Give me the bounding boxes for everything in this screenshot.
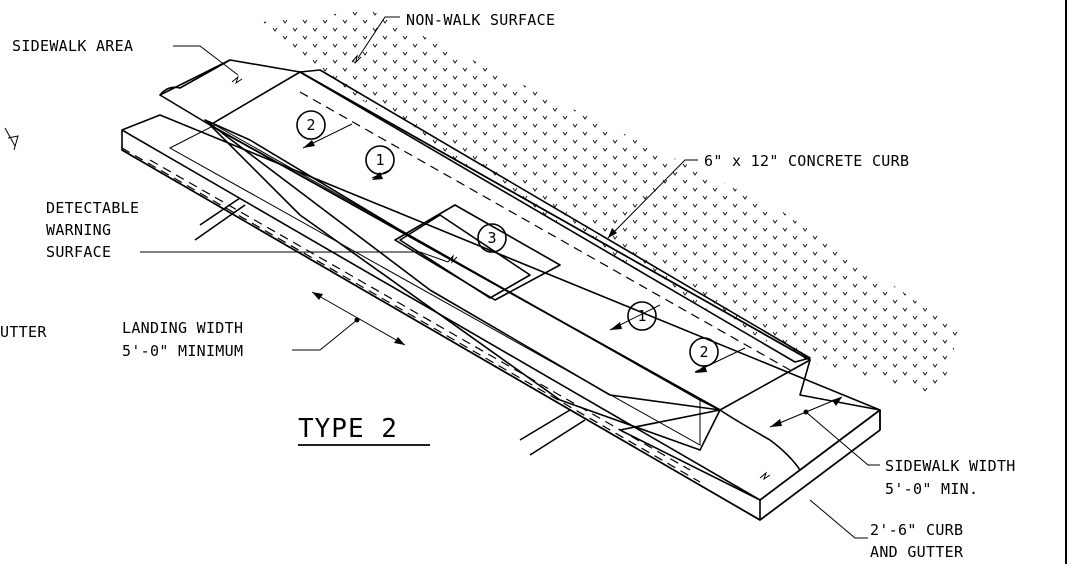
curb-roll-right xyxy=(719,409,881,471)
callout-1-upper: 1 xyxy=(365,145,395,175)
ramp-flare-edge xyxy=(209,124,721,451)
non-walk-surface-label: NON-WALK SURFACE xyxy=(406,11,555,29)
sidewalk-width-label-line2: 5'-0" MIN. xyxy=(885,480,978,498)
left-cut-symbol xyxy=(4,127,19,151)
sidewalk-area-label: SIDEWALK AREA xyxy=(12,37,133,55)
sidewalk-area-leader xyxy=(173,45,239,76)
sidewalk-width-arrowhead-2 xyxy=(832,397,842,406)
callout-1-lower: 1 xyxy=(627,301,657,331)
detectable-warning-label-line2: WARNING xyxy=(46,221,111,239)
sidewalk-width-leader xyxy=(805,411,880,466)
landing-width-arrowhead-1 xyxy=(312,292,323,300)
detectable-warning-pad xyxy=(399,214,531,299)
detectable-warning-break-mark xyxy=(447,254,458,264)
non-walk-surface-break-mark xyxy=(351,54,362,64)
callout-2-upper: 2 xyxy=(296,110,326,140)
callout-2-upper-label: 2 xyxy=(306,116,315,134)
curb-gutter-break-mark xyxy=(759,471,771,481)
callout-3-label: 3 xyxy=(487,229,496,247)
landing-width-arrowhead-2 xyxy=(394,337,405,345)
callout-2-lower: 2 xyxy=(689,337,719,367)
callout-2-lower-label: 2 xyxy=(699,343,708,361)
gutter-mark-2 xyxy=(199,197,241,226)
gutter-slab-end-bottom xyxy=(759,429,881,521)
detectable-warning-label-line1: DETECTABLE xyxy=(46,199,139,217)
non-walk-surface-leader xyxy=(357,16,400,59)
gutter-hidden-line-2 xyxy=(149,159,691,471)
type-title: TYPE 2 xyxy=(298,414,398,444)
curb-roll-left xyxy=(159,59,231,96)
sidewalk-width-arrowhead-1 xyxy=(770,419,782,427)
landing-width-label-line1: LANDING WIDTH xyxy=(122,319,243,337)
detectable-warning-label-line3: SURFACE xyxy=(46,243,111,261)
curb-gutter-leader xyxy=(809,499,868,539)
slope-arrowhead-2b xyxy=(695,365,707,373)
left-cut-gutter-label: UTTER xyxy=(0,323,47,341)
detectable-warning-leader xyxy=(140,251,449,263)
callout-1-upper-label: 1 xyxy=(375,151,384,169)
landing-width-leader xyxy=(292,319,358,351)
gutter-mark-4 xyxy=(529,419,586,456)
curb-gutter-label-line1: 2'-6" CURB xyxy=(870,521,963,539)
sidewalk-width-label-line1: SIDEWALK WIDTH xyxy=(885,457,1016,475)
gutter-mark-3 xyxy=(519,409,571,441)
ramp-centerline xyxy=(299,91,791,371)
sidewalk-area-break-mark xyxy=(231,75,243,85)
callout-1-lower-label: 1 xyxy=(637,307,646,325)
slope-arrowhead-1b xyxy=(610,322,622,330)
non-walk-surface-area xyxy=(262,10,960,395)
callout-3: 3 xyxy=(477,223,507,253)
gutter-mark-1 xyxy=(194,204,246,241)
gutter-slab-front-edge xyxy=(121,149,761,521)
curb-gutter-label-line2: AND GUTTER xyxy=(870,543,964,561)
landing-width-label-line2: 5'-0" MINIMUM xyxy=(122,342,243,360)
concrete-curb-arrowhead xyxy=(608,228,617,238)
gutter-hidden-line-1 xyxy=(121,147,701,483)
concrete-curb-strip xyxy=(299,69,811,363)
slope-arrowhead-2a xyxy=(303,140,315,148)
concrete-curb-leader xyxy=(607,159,698,239)
concrete-curb-label: 6" x 12" CONCRETE CURB xyxy=(704,152,909,170)
